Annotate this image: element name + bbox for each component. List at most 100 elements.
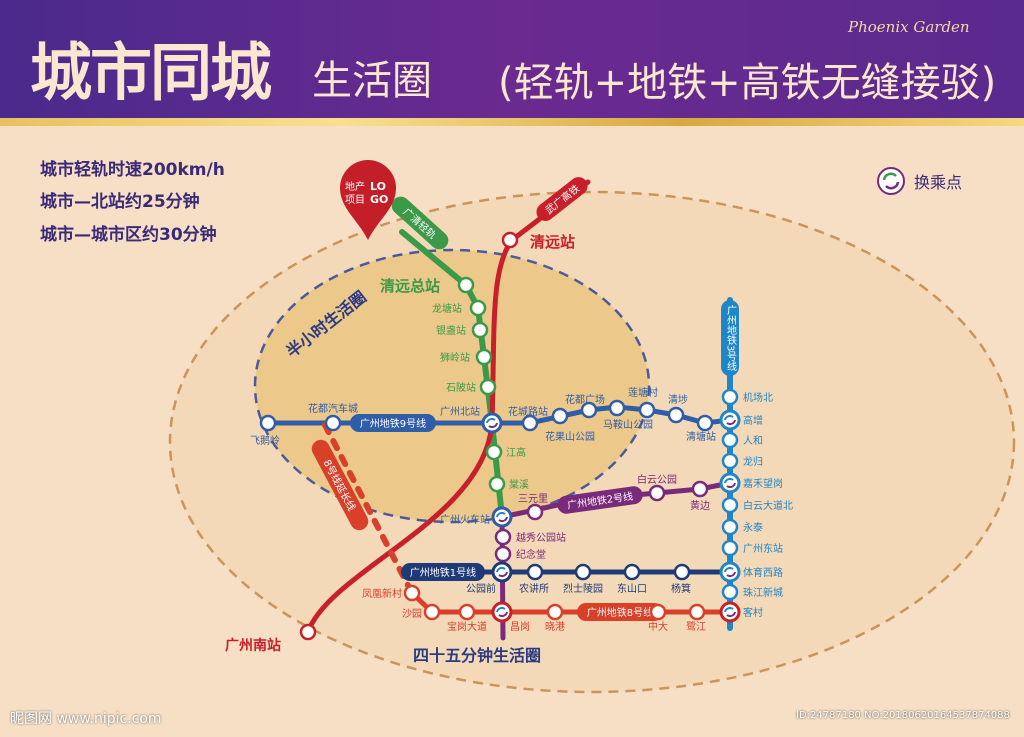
station-label: 机场北 <box>743 391 773 404</box>
station-label: 白云大道北 <box>743 499 793 512</box>
station-line3-6[interactable]: 永泰 <box>721 518 763 536</box>
transfer-icon <box>719 409 741 431</box>
station-line3-9[interactable]: 珠江新城 <box>721 583 783 601</box>
station-label: 黄边 <box>690 499 710 512</box>
station-label: 鹭江 <box>686 621 706 633</box>
transfer-arrow-icon <box>726 482 736 489</box>
transfer-icon <box>491 506 513 528</box>
line-label-text: 广州地铁1号线 <box>410 566 476 579</box>
station-line2-3[interactable]: 黄边 <box>690 480 710 512</box>
transfer-arrow-icon <box>724 477 734 484</box>
marker-text-2: 项目 <box>345 194 365 206</box>
station-dot <box>648 484 666 502</box>
station-line8-3[interactable]: 昌岗 <box>491 601 530 633</box>
station-line8-0[interactable]: 凤凰新村 <box>362 584 421 602</box>
station-dot <box>457 276 475 294</box>
watermark-right: ID:24787180 NO:20180620164537874088 <box>796 710 1010 721</box>
transfer-arrow-icon <box>488 422 498 429</box>
station-line9-4[interactable]: 花果山公园 <box>545 407 595 443</box>
station-line9-0[interactable]: 飞鹅岭 <box>250 414 280 447</box>
station-line9-1[interactable]: 花都汽车城 <box>308 402 358 432</box>
station-dot <box>649 603 667 621</box>
wuguang-high-speed-line <box>305 179 591 635</box>
station-guangqing-1[interactable]: 龙塘站 <box>432 299 487 317</box>
station-guangqing-2[interactable]: 银盏站 <box>436 321 489 339</box>
transfer-arrow-icon <box>498 571 508 578</box>
station-dot <box>688 603 706 621</box>
station-dot <box>551 407 569 425</box>
station-label: 体育西路 <box>743 566 783 579</box>
station-guangqing-7[interactable]: 棠溪 <box>488 475 529 493</box>
station-label: 银盏站 <box>436 324 466 337</box>
station-line9-7[interactable]: 莲塘村 <box>628 386 658 419</box>
station-line8-4[interactable]: 晓港 <box>545 603 565 633</box>
station-guangqing-6[interactable]: 江高 <box>485 443 526 461</box>
transfer-arrow-icon <box>498 516 508 523</box>
station-label: 公园前 <box>466 582 496 595</box>
station-line3-7[interactable]: 广州东站 <box>721 539 783 557</box>
station-line2-5[interactable]: 越秀公园站 <box>494 528 566 546</box>
station-line2-1[interactable]: 三元里 <box>518 493 548 521</box>
station-line9-5[interactable]: 花都广场 <box>565 393 605 419</box>
transfer-arrow-icon <box>724 606 734 613</box>
brand-name: Phoenix Garden <box>848 18 970 36</box>
station-label: 莲塘村 <box>628 386 658 399</box>
station-line2-2[interactable]: 白云公园 <box>637 473 677 502</box>
station-label: 花果山公园 <box>545 430 595 443</box>
station-dot <box>324 414 342 432</box>
station-line1-2[interactable]: 烈士陵园 <box>563 563 603 595</box>
station-dot <box>526 563 544 581</box>
station-label: 花都广场 <box>565 393 605 406</box>
station-line9-3[interactable]: 花城路站 <box>508 405 548 432</box>
station-wuguang-1[interactable]: 广州南站 <box>225 623 317 654</box>
station-line3-1[interactable]: 高增 <box>719 409 763 431</box>
station-dot <box>608 399 626 417</box>
station-line3-3[interactable]: 龙归 <box>721 452 763 470</box>
station-line1-3[interactable]: 东山口 <box>617 563 647 595</box>
station-wuguang-0[interactable]: 清远站 <box>501 231 575 251</box>
station-guangqing-0[interactable]: 清远总站 <box>380 276 475 295</box>
station-line2-0[interactable]: 广州火车站 <box>440 506 513 528</box>
station-line8-5[interactable]: 中大 <box>648 603 668 633</box>
station-dot <box>488 475 506 493</box>
station-label: 棠溪 <box>509 478 529 491</box>
station-dot <box>259 414 277 432</box>
station-line9-2[interactable]: 广州北站 <box>440 405 503 434</box>
station-dot <box>479 378 497 396</box>
station-line9-8[interactable]: 清埗 <box>667 393 688 424</box>
line-label-text: 广州地铁8号线 <box>587 606 653 619</box>
transfer-icon <box>491 561 513 583</box>
station-guangqing-3[interactable]: 狮岭站 <box>440 348 493 366</box>
station-line3-10[interactable]: 客村 <box>719 601 763 623</box>
station-line3-0[interactable]: 机场北 <box>721 388 773 406</box>
station-dot <box>721 496 739 514</box>
station-dot <box>546 603 564 621</box>
station-line8-6[interactable]: 鹭江 <box>686 603 706 633</box>
station-label: 广州东站 <box>743 542 783 555</box>
station-line8-2[interactable]: 宝岗大道 <box>447 603 487 633</box>
station-label: 嘉禾望岗 <box>743 477 783 490</box>
station-line3-4[interactable]: 嘉禾望岗 <box>719 472 783 494</box>
station-line1-1[interactable]: 农讲所 <box>519 563 549 595</box>
transfer-icon <box>719 472 741 494</box>
station-dot <box>667 406 685 424</box>
station-label: 狮岭站 <box>440 351 470 364</box>
station-line8-1[interactable]: 沙园 <box>402 603 441 621</box>
station-label: 花城路站 <box>508 405 548 418</box>
station-line1-0[interactable]: 公园前 <box>466 561 513 595</box>
transfer-arrow-icon <box>724 414 734 421</box>
station-dot <box>299 623 317 641</box>
station-label: 石陂站 <box>446 381 476 394</box>
station-dot <box>494 528 512 546</box>
station-line2-6[interactable]: 纪念堂 <box>494 545 546 563</box>
page-title: 城市同城 <box>30 36 272 109</box>
half-hour-zone <box>253 248 651 524</box>
station-line1-4[interactable]: 杨箕 <box>671 563 691 595</box>
station-line3-5[interactable]: 白云大道北 <box>721 496 793 514</box>
station-line3-8[interactable]: 体育西路 <box>719 561 783 583</box>
station-line9-6[interactable]: 马鞍山公园 <box>603 399 653 431</box>
station-line3-2[interactable]: 人和 <box>721 431 763 449</box>
station-guangqing-4[interactable]: 石陂站 <box>446 378 497 396</box>
transfer-arrow-icon <box>496 606 506 613</box>
station-line9-9[interactable]: 清塘站 <box>686 414 716 443</box>
